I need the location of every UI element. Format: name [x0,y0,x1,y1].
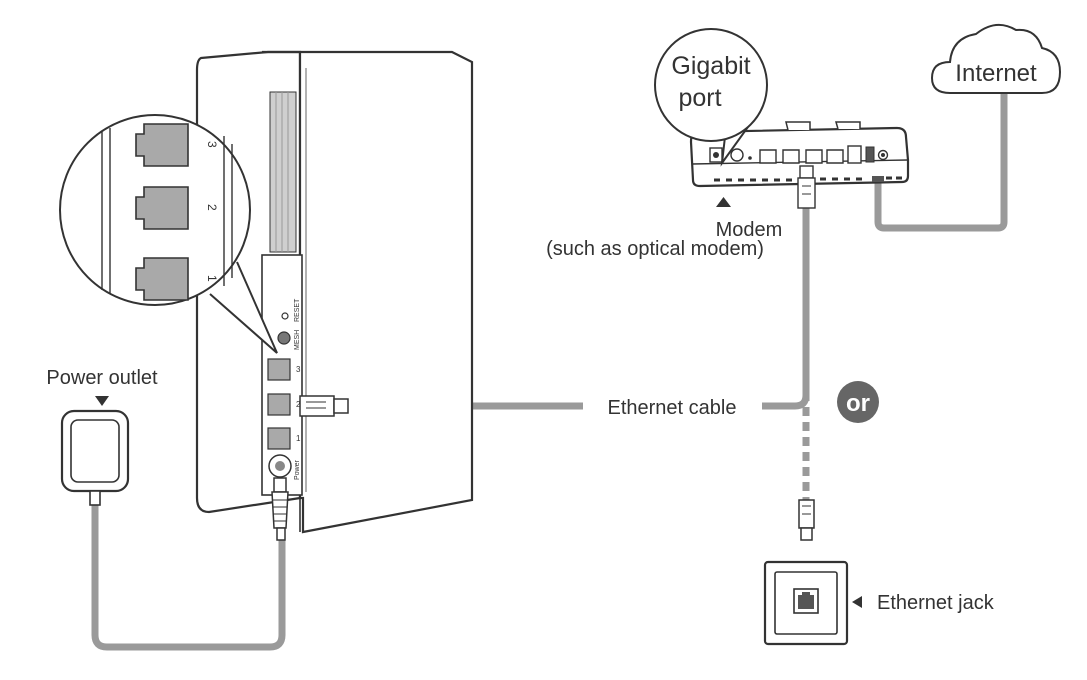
power-outlet-label: Power outlet [46,367,158,389]
or-badge: or [837,381,879,423]
modem-button [730,148,744,162]
gigabit-port-label-line2: port [678,84,721,112]
power-port: Power [268,454,301,480]
ethernet-jack [763,560,849,646]
magnified-port-label-2: 2 [205,204,219,211]
modem [689,119,910,209]
down-arrow-icon [95,396,109,406]
port-magnifier: 3 2 1 [59,114,278,354]
gigabit-port-callout [654,28,768,167]
router-ethernet-plug [299,395,349,417]
magnified-port-1: 1 [135,257,219,301]
router-rear-panel: RESET MESH 3 2 1 Power [261,254,303,496]
modem-phone-port [847,145,862,164]
cloud-icon [930,23,1062,94]
reset-button-label: RESET [294,298,301,322]
magnified-port-2: 2 [135,186,219,230]
left-arrow-icon [852,596,862,608]
rear-port-label-3: 3 [296,365,301,374]
power-cable [91,505,286,651]
rear-port-label-1: 1 [296,434,301,443]
rear-port-3: 3 [267,358,301,381]
modem-label: Modem [716,219,783,241]
rear-port-label-2: 2 [296,400,301,409]
router-vent [269,91,297,253]
modem-lan-ports [759,149,844,164]
ethernet-cable-label: Ethernet cable [608,397,737,419]
rear-port-2: 2 [267,393,301,416]
modem-note: (such as optical modem) [546,238,764,260]
modem-ethernet-plug [797,165,816,209]
magnified-port-3: 3 [135,123,219,167]
power-port-label: Power [294,459,301,480]
reset-hole [281,312,289,320]
mesh-button-label: MESH [294,330,301,350]
power-adapter [60,409,130,506]
internet-label: Internet [955,60,1037,87]
modem-fiber-plug [872,176,884,182]
or-label: or [846,390,870,417]
magnified-port-label-3: 3 [205,141,219,148]
mesh-button [277,331,291,345]
ethernet-jack-label: Ethernet jack [877,592,995,614]
up-arrow-icon [716,197,731,207]
modem-usb-port [865,146,875,163]
rear-port-1: 1 [267,427,301,450]
router-power-plug [271,477,289,541]
alternate-ethernet-plug [798,499,815,541]
internet-cable [874,92,1008,232]
gigabit-port-label-line1: Gigabit [671,52,750,80]
magnified-port-label-1: 1 [205,275,219,282]
